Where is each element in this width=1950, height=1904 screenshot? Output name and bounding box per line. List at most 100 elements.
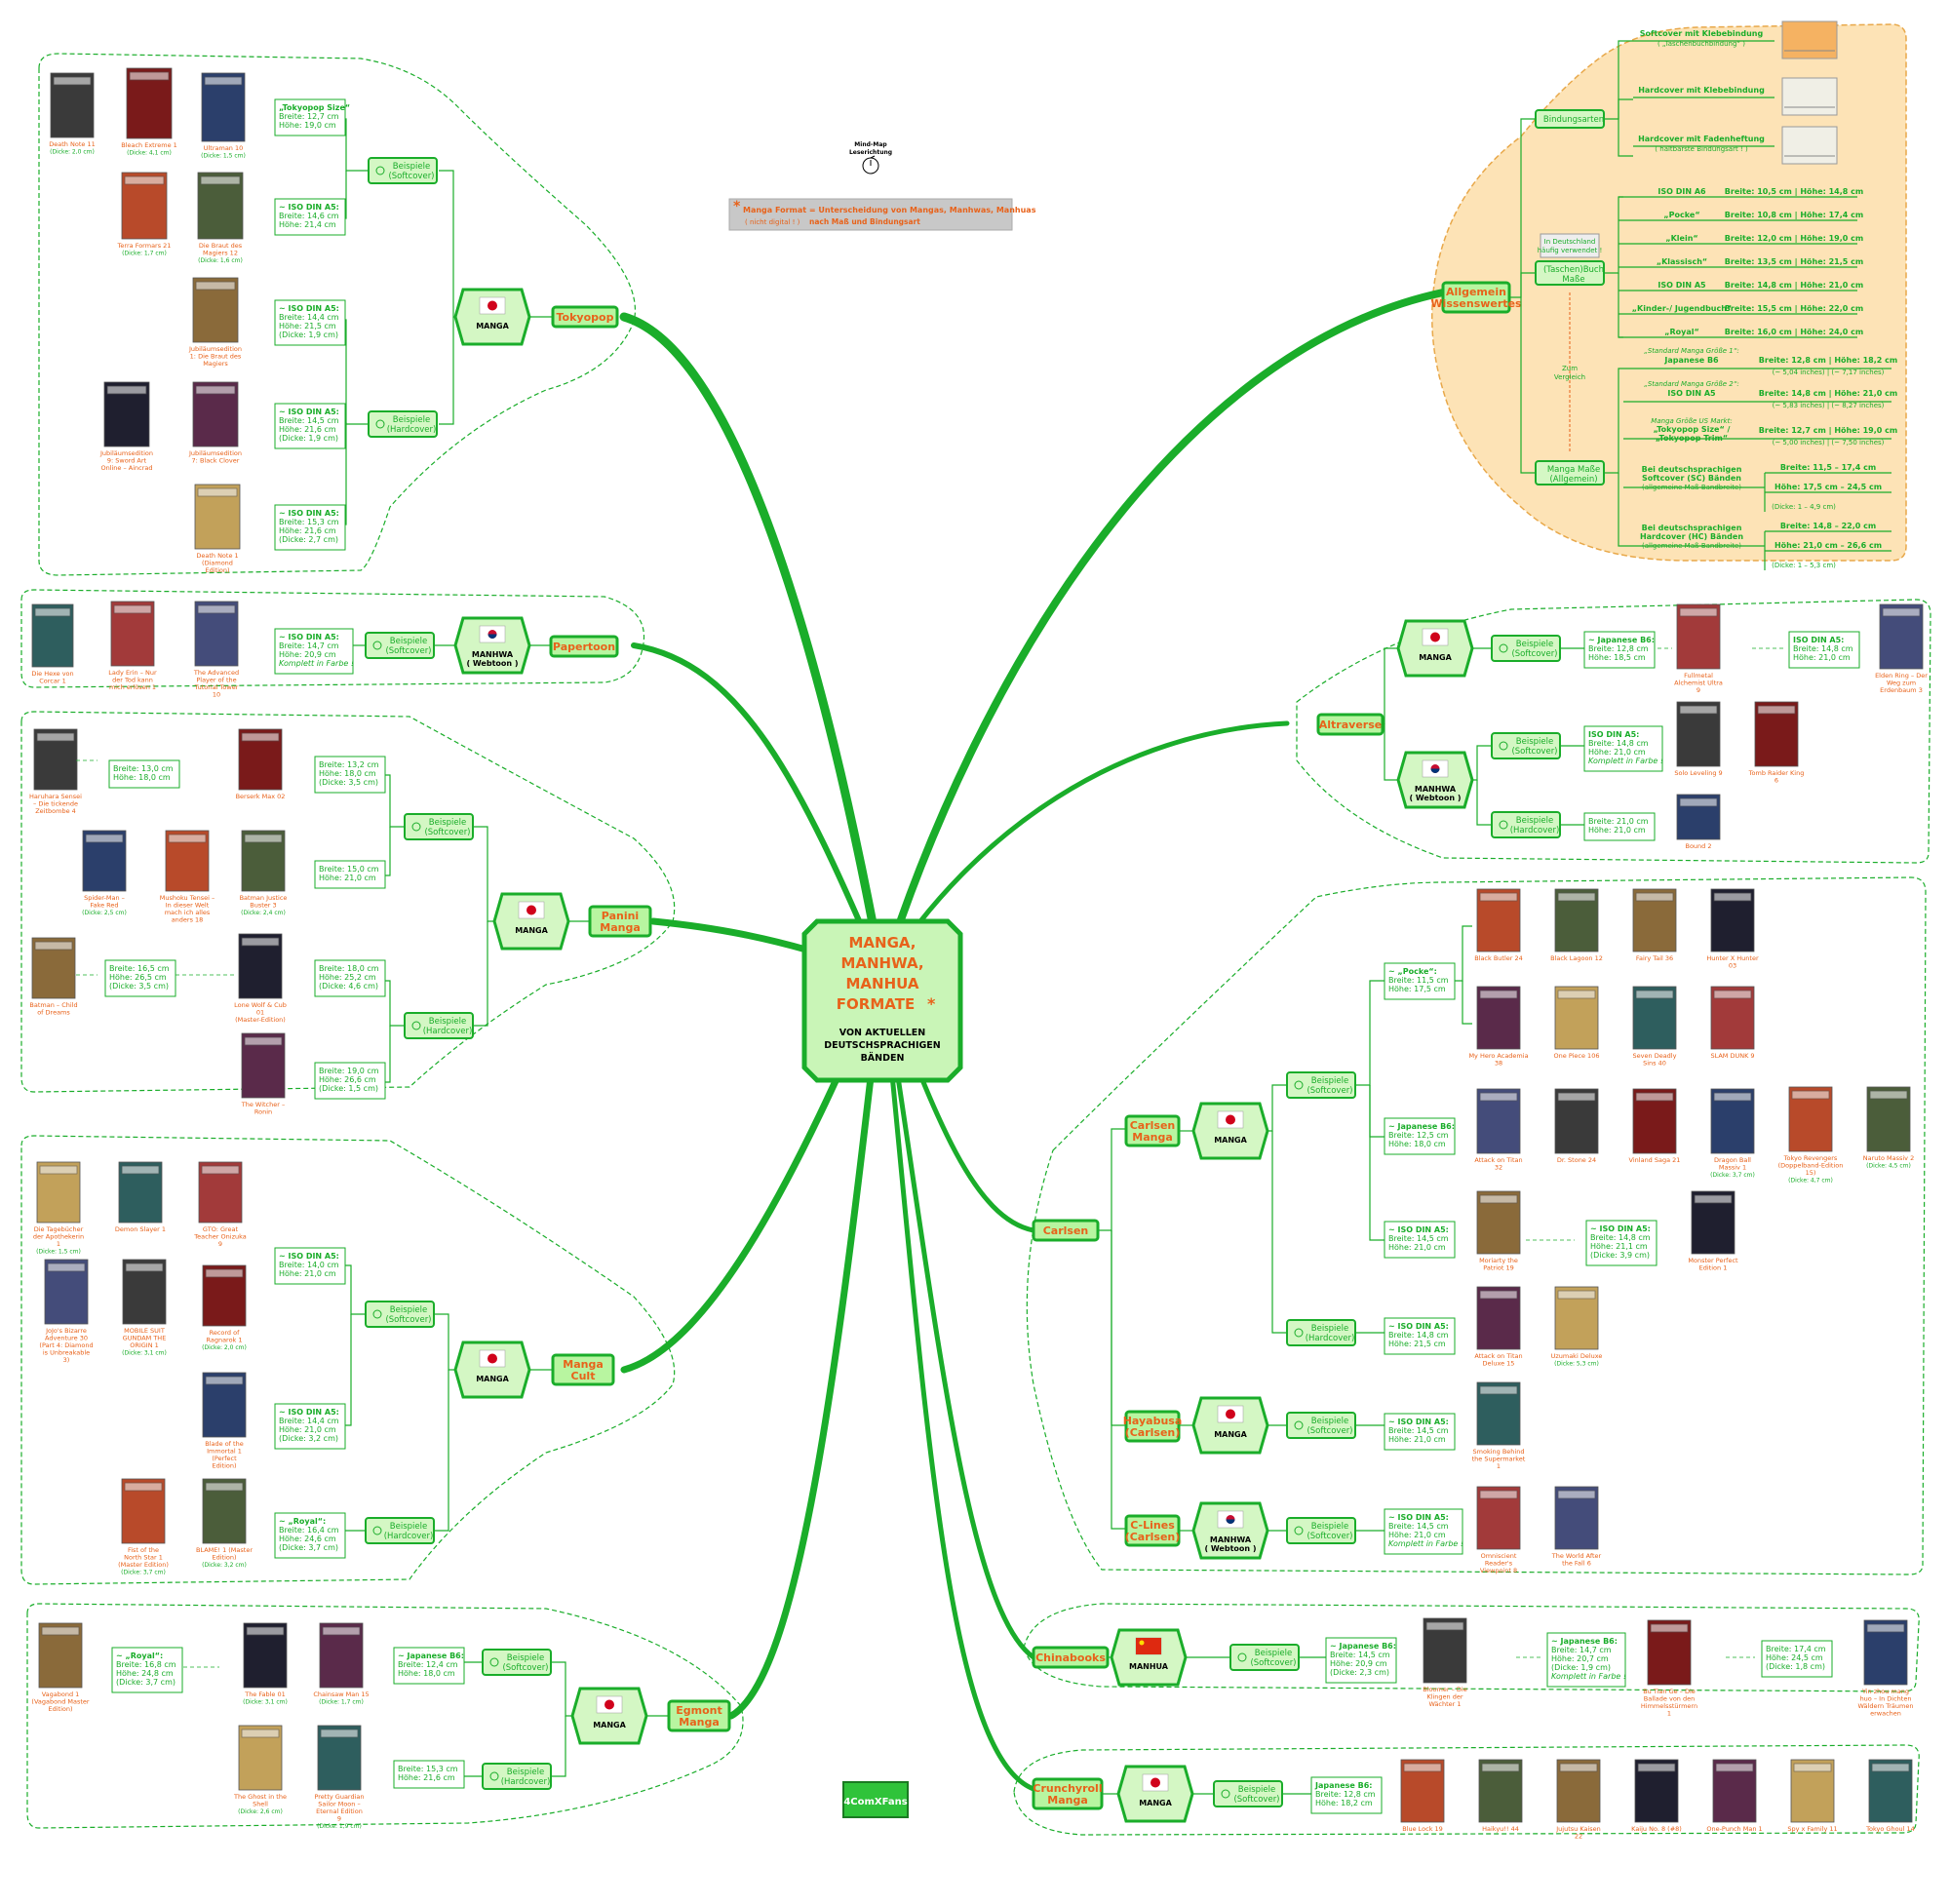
- publisher-altraverse[interactable]: Altraverse: [1316, 713, 1384, 736]
- manga-masse-node[interactable]: Manga Maße(Allgemein): [1535, 460, 1605, 486]
- book-panini-6-title-2: of Dreams: [37, 1009, 70, 1017]
- clines-softcover[interactable]: Beispiele(Softcover): [1286, 1517, 1356, 1544]
- connector: [345, 1314, 352, 1426]
- altraverse-softcover-label: Beispiele: [1516, 640, 1553, 649]
- altraverse-manhwa-node[interactable]: MANHWA( Webtoon ): [1396, 751, 1474, 809]
- book-panini-4-title-2: In dieser Welt: [166, 902, 210, 910]
- connector: [434, 1313, 455, 1371]
- egmont-spec-3-line-1: Breite: 15,3 cm: [398, 1765, 458, 1773]
- book-tokyopop-3-title-1: Ultraman 10: [204, 144, 244, 152]
- hayabusa-manga-node[interactable]: MANGA: [1191, 1396, 1269, 1455]
- publisher-tokyopop-label: Tokyopop: [557, 311, 614, 324]
- carlsen-manga-node[interactable]: MANGA: [1191, 1102, 1269, 1160]
- taschenbuch-label-1: (Taschen)Buch: [1543, 265, 1604, 275]
- examples-icon: [375, 166, 385, 175]
- book-mangacult-8-title-3: (Master Edition): [118, 1561, 169, 1569]
- tokyopop-hardcover[interactable]: Beispiele(Hardcover): [368, 410, 438, 438]
- book-egmont-5-title-1: Pretty Guardian: [314, 1793, 364, 1801]
- tokyopop-spec-2-line-2: Breite: 14,6 cm: [279, 212, 339, 220]
- bindungsarten-node[interactable]: Bindungsarten: [1535, 109, 1605, 129]
- publisher-crunchyroll-label-1: Crunchyroll: [1033, 1782, 1102, 1795]
- mangacult-hardcover-kind: (Hardcover): [384, 1532, 434, 1541]
- altraverse-manhwa-node-webtoon: ( Webtoon ): [1409, 794, 1461, 802]
- panini-hardcover[interactable]: Beispiele(Hardcover): [404, 1012, 474, 1039]
- carlsen-spec-4-line-1: ~ ISO DIN A5:: [1590, 1224, 1651, 1233]
- book-egmont-5-title-2: Sailor Moon –: [318, 1801, 360, 1808]
- tokyopop-spec-5-line-1: ~ ISO DIN A5:: [279, 509, 339, 518]
- book-panini-5-title-2: Buster 3: [250, 902, 276, 910]
- mangacult-softcover-kind: (Softcover): [385, 1315, 431, 1325]
- connector: [1520, 297, 1536, 474]
- publisher-clines[interactable]: C-Lines(Carlsen): [1124, 1514, 1181, 1547]
- clines-manhwa-node[interactable]: MANHWA( Webtoon ): [1191, 1501, 1269, 1560]
- chinabooks-softcover[interactable]: Beispiele(Softcover): [1229, 1644, 1300, 1671]
- publisher-panini-label-1: Panini: [602, 910, 639, 922]
- carlsen-spec-2-line-2: Breite: 12,5 cm: [1388, 1131, 1449, 1140]
- altraverse-manhwa-softcover[interactable]: Beispiele(Softcover): [1491, 732, 1561, 759]
- altraverse-hardcover[interactable]: Beispiele(Hardcover): [1491, 811, 1561, 838]
- papertoon-manhwa-node[interactable]: MANHWA( Webtoon ): [453, 616, 531, 675]
- altraverse-manga-node[interactable]: MANGA: [1396, 619, 1474, 678]
- book-panini-7-title-1: Lone Wolf & Cub: [234, 1001, 287, 1009]
- mangacult-softcover[interactable]: Beispiele(Softcover): [365, 1301, 435, 1328]
- hayabusa-spec-1-line-1: ~ ISO DIN A5:: [1388, 1418, 1449, 1426]
- book-carlsen-6-title-1: One Piece 106: [1554, 1052, 1600, 1060]
- book-altraverse-1-title-3: 9: [1696, 686, 1700, 694]
- egmont-softcover[interactable]: Beispiele(Softcover): [482, 1649, 552, 1676]
- panini-manga-node[interactable]: MANGA: [492, 892, 570, 951]
- publisher-chinabooks[interactable]: Chinabooks: [1032, 1646, 1110, 1669]
- tokyopop-hardcover-label: Beispiele: [393, 415, 430, 425]
- soft-range-l3: (allgemeine Maß-Bandbreite): [1642, 484, 1741, 491]
- carlsen-hardcover[interactable]: Beispiele(Hardcover): [1286, 1319, 1356, 1346]
- clines-softcover-label: Beispiele: [1311, 1522, 1348, 1532]
- publisher-papertoon[interactable]: Papertoon: [549, 635, 619, 658]
- egmont-softcover-kind: (Softcover): [502, 1663, 548, 1673]
- book-carlsen-12-title-1: Dragon Ball: [1714, 1156, 1751, 1164]
- mangacult-hardcover[interactable]: Beispiele(Hardcover): [365, 1517, 435, 1544]
- hayabusa-softcover[interactable]: Beispiele(Softcover): [1286, 1412, 1356, 1439]
- binding-sub-3: ( haltbarste Bindungsart ! ): [1655, 145, 1748, 153]
- tokyopop-spec-2-line-3: Höhe: 21,4 cm: [279, 220, 336, 229]
- connector: [1520, 272, 1536, 297]
- manga-masse-label-2: (Allgemein): [1549, 475, 1597, 485]
- crunchyroll-softcover[interactable]: Beispiele(Softcover): [1213, 1780, 1283, 1807]
- book-mangacult-4-title-4: is Unbreakable: [43, 1349, 90, 1357]
- mangacult-manga-node[interactable]: MANGA: [453, 1341, 531, 1399]
- chinabooks-manhua-node[interactable]: MANHUA: [1110, 1628, 1188, 1687]
- publisher-hayabusa-label-2: (Carlsen): [1125, 1426, 1181, 1439]
- egmont-hardcover[interactable]: Beispiele(Hardcover): [482, 1763, 552, 1790]
- publisher-hayabusa[interactable]: Hayabusa(Carlsen): [1123, 1410, 1183, 1443]
- book-size-name-4: „Klassisch“: [1657, 257, 1707, 266]
- carlsen-softcover[interactable]: Beispiele(Softcover): [1286, 1071, 1356, 1099]
- carlsen-spec-5-line-2: Breite: 14,8 cm: [1388, 1331, 1449, 1340]
- connector: [1271, 1131, 1287, 1334]
- altraverse-softcover[interactable]: Beispiele(Softcover): [1491, 635, 1561, 662]
- book-crunchyroll-5: One-Punch Man 1: [1706, 1759, 1763, 1833]
- papertoon-softcover[interactable]: Beispiele(Softcover): [365, 632, 435, 659]
- book-tokyopop-4: Terra Formars 21(Dicke: 1,7 cm): [117, 172, 171, 257]
- publisher-clines-label-2: (Carlsen): [1125, 1531, 1181, 1543]
- tokyopop-manga-node[interactable]: MANGA: [453, 288, 531, 346]
- book-mangacult-5-thickness: (Dicke: 3,1 cm): [122, 1350, 167, 1357]
- publisher-tokyopop[interactable]: Tokyopop: [551, 305, 619, 329]
- tokyopop-softcover[interactable]: Beispiele(Softcover): [368, 157, 438, 184]
- examples-icon: [1237, 1652, 1247, 1662]
- panini-spec-3-line-1: Breite: 15,0 cm: [319, 865, 379, 874]
- panini-hardcover-kind: (Hardcover): [423, 1027, 473, 1036]
- panini-softcover[interactable]: Beispiele(Softcover): [404, 813, 474, 840]
- egmont-manga-node[interactable]: MANGA: [570, 1687, 648, 1745]
- publisher-carlsen[interactable]: Carlsen: [1032, 1219, 1100, 1242]
- crunchyroll-manga-node[interactable]: MANGA: [1116, 1765, 1194, 1823]
